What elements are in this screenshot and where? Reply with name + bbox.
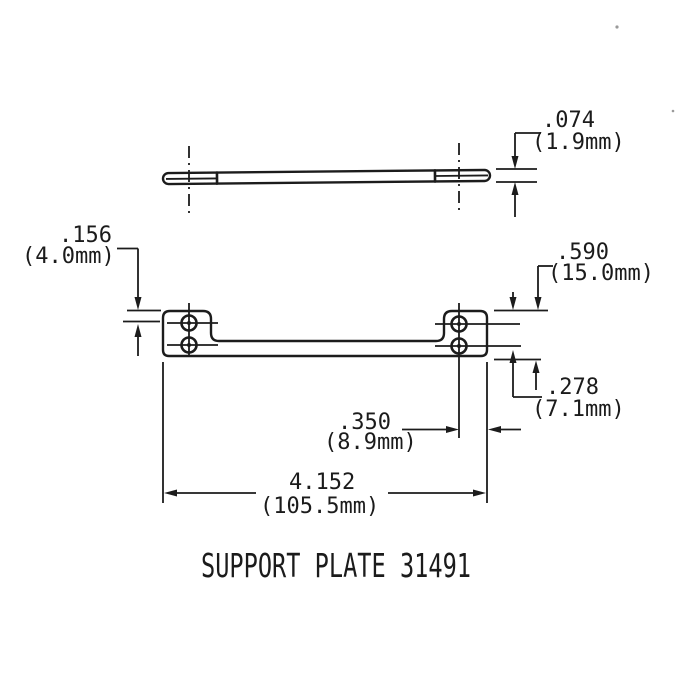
mounting-hole	[180, 314, 198, 332]
mounting-hole	[450, 337, 468, 355]
dim-thickness-inches: .074	[542, 108, 595, 133]
hole-center-mark	[457, 344, 461, 348]
arrowhead-up	[509, 350, 517, 363]
arrowhead-down	[509, 297, 517, 310]
front-view-plate-outline	[161, 309, 489, 358]
dim-278-inches: .278	[546, 375, 599, 400]
dim-156-metric: (4.0mm)	[22, 244, 115, 269]
hole-center-mark	[187, 321, 191, 325]
arrowhead-up	[532, 360, 540, 373]
mounting-hole	[180, 336, 198, 354]
dim-4152-inches: 4.152	[289, 470, 355, 495]
arrowhead-left	[488, 426, 501, 433]
dimension-overall-length: 4.152 (105.5mm)	[162, 362, 488, 519]
arrowhead-up	[134, 324, 142, 337]
arrowhead-up	[511, 182, 519, 195]
dim-350-metric: (8.9mm)	[324, 430, 417, 455]
dim-thickness-metric: (1.9mm)	[532, 130, 625, 155]
arrowhead-down	[534, 297, 542, 310]
scan-speck	[615, 25, 619, 29]
arrowhead-left	[164, 489, 177, 497]
scan-speck	[671, 109, 675, 113]
edge-view-plate-outline	[161, 168, 492, 186]
dimension-end-height: .590 (15.0mm)	[494, 240, 654, 390]
dimension-thickness: .074 (1.9mm)	[496, 108, 625, 217]
dim-156-inches: .156	[59, 223, 112, 248]
arrowhead-right	[473, 489, 486, 497]
dim-350-inches: .350	[338, 410, 391, 435]
edge-view	[161, 143, 492, 213]
dimension-top-to-upper-hole: .156 (4.0mm)	[22, 223, 161, 356]
edge-view-right-offset-line	[434, 174, 489, 177]
hole-center-mark	[187, 343, 191, 347]
front-view	[123, 303, 521, 438]
dimension-hole-to-edge: .350 (8.9mm)	[324, 410, 521, 455]
mounting-hole	[450, 315, 468, 333]
dimension-top-to-lower-hole: .278 (7.1mm)	[509, 292, 625, 422]
hole-center-mark	[457, 322, 461, 326]
dim-4152-metric: (105.5mm)	[260, 494, 379, 519]
arrowhead-right	[446, 426, 459, 433]
arrowhead-down	[134, 297, 142, 310]
dim-590-inches: .590	[556, 240, 609, 265]
arrowhead-down	[511, 156, 519, 169]
drawing-title: SUPPORT PLATE 31491	[201, 546, 471, 585]
dim-278-metric: (7.1mm)	[532, 397, 625, 422]
dim-590-metric: (15.0mm)	[548, 261, 654, 286]
